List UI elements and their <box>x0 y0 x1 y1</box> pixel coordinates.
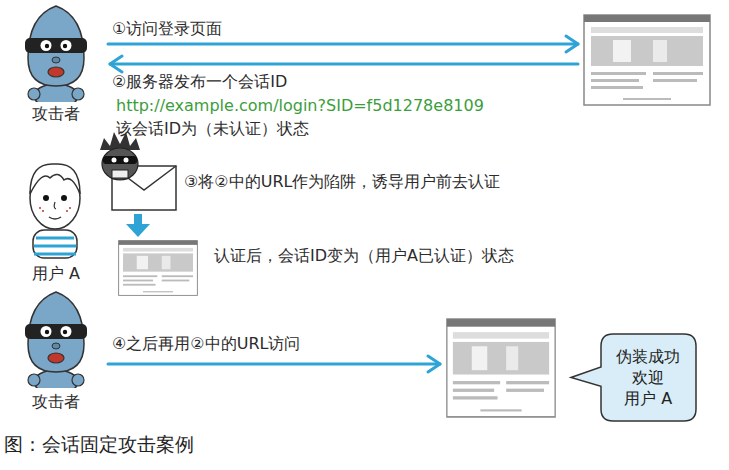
browser-screenshot <box>584 15 710 105</box>
user-figure <box>30 164 80 258</box>
response-arrow <box>110 56 578 72</box>
request-arrow <box>108 36 578 52</box>
step-label: ①访问登录页面 <box>112 19 222 39</box>
note-text: 认证后，会话ID变为（用户A已认证）状态 <box>214 246 514 266</box>
actor-label: 攻击者 <box>32 392 80 412</box>
step-label: ③将②中的URL作为陷阱，诱导用户前去认证 <box>184 172 500 192</box>
step-label: ②服务器发布一个会话ID <box>112 72 287 92</box>
url-text: http://example.com/login?SID=f5d1278e810… <box>116 96 484 116</box>
note-text: 该会话ID为（未认证）状态 <box>116 119 309 139</box>
request-arrow <box>108 356 440 372</box>
actor-label: 攻击者 <box>32 104 80 124</box>
down-arrow <box>126 214 150 237</box>
browser-screenshot <box>119 241 198 296</box>
trap-mail <box>100 132 176 210</box>
browser-screenshot <box>447 319 555 417</box>
attacker-figure <box>25 292 87 394</box>
step-label: ④之后再用②中的URL访问 <box>112 334 300 354</box>
figure-caption: 图：会话固定攻击案例 <box>4 432 194 456</box>
bubble-shape <box>571 334 696 421</box>
actor-label: 用户 A <box>32 264 80 284</box>
bubble-text: 伪装成功 欢迎 用户 A <box>615 346 681 409</box>
attacker-figure <box>25 6 87 108</box>
speech-bubble: 伪装成功 欢迎 用户 A <box>601 334 696 421</box>
